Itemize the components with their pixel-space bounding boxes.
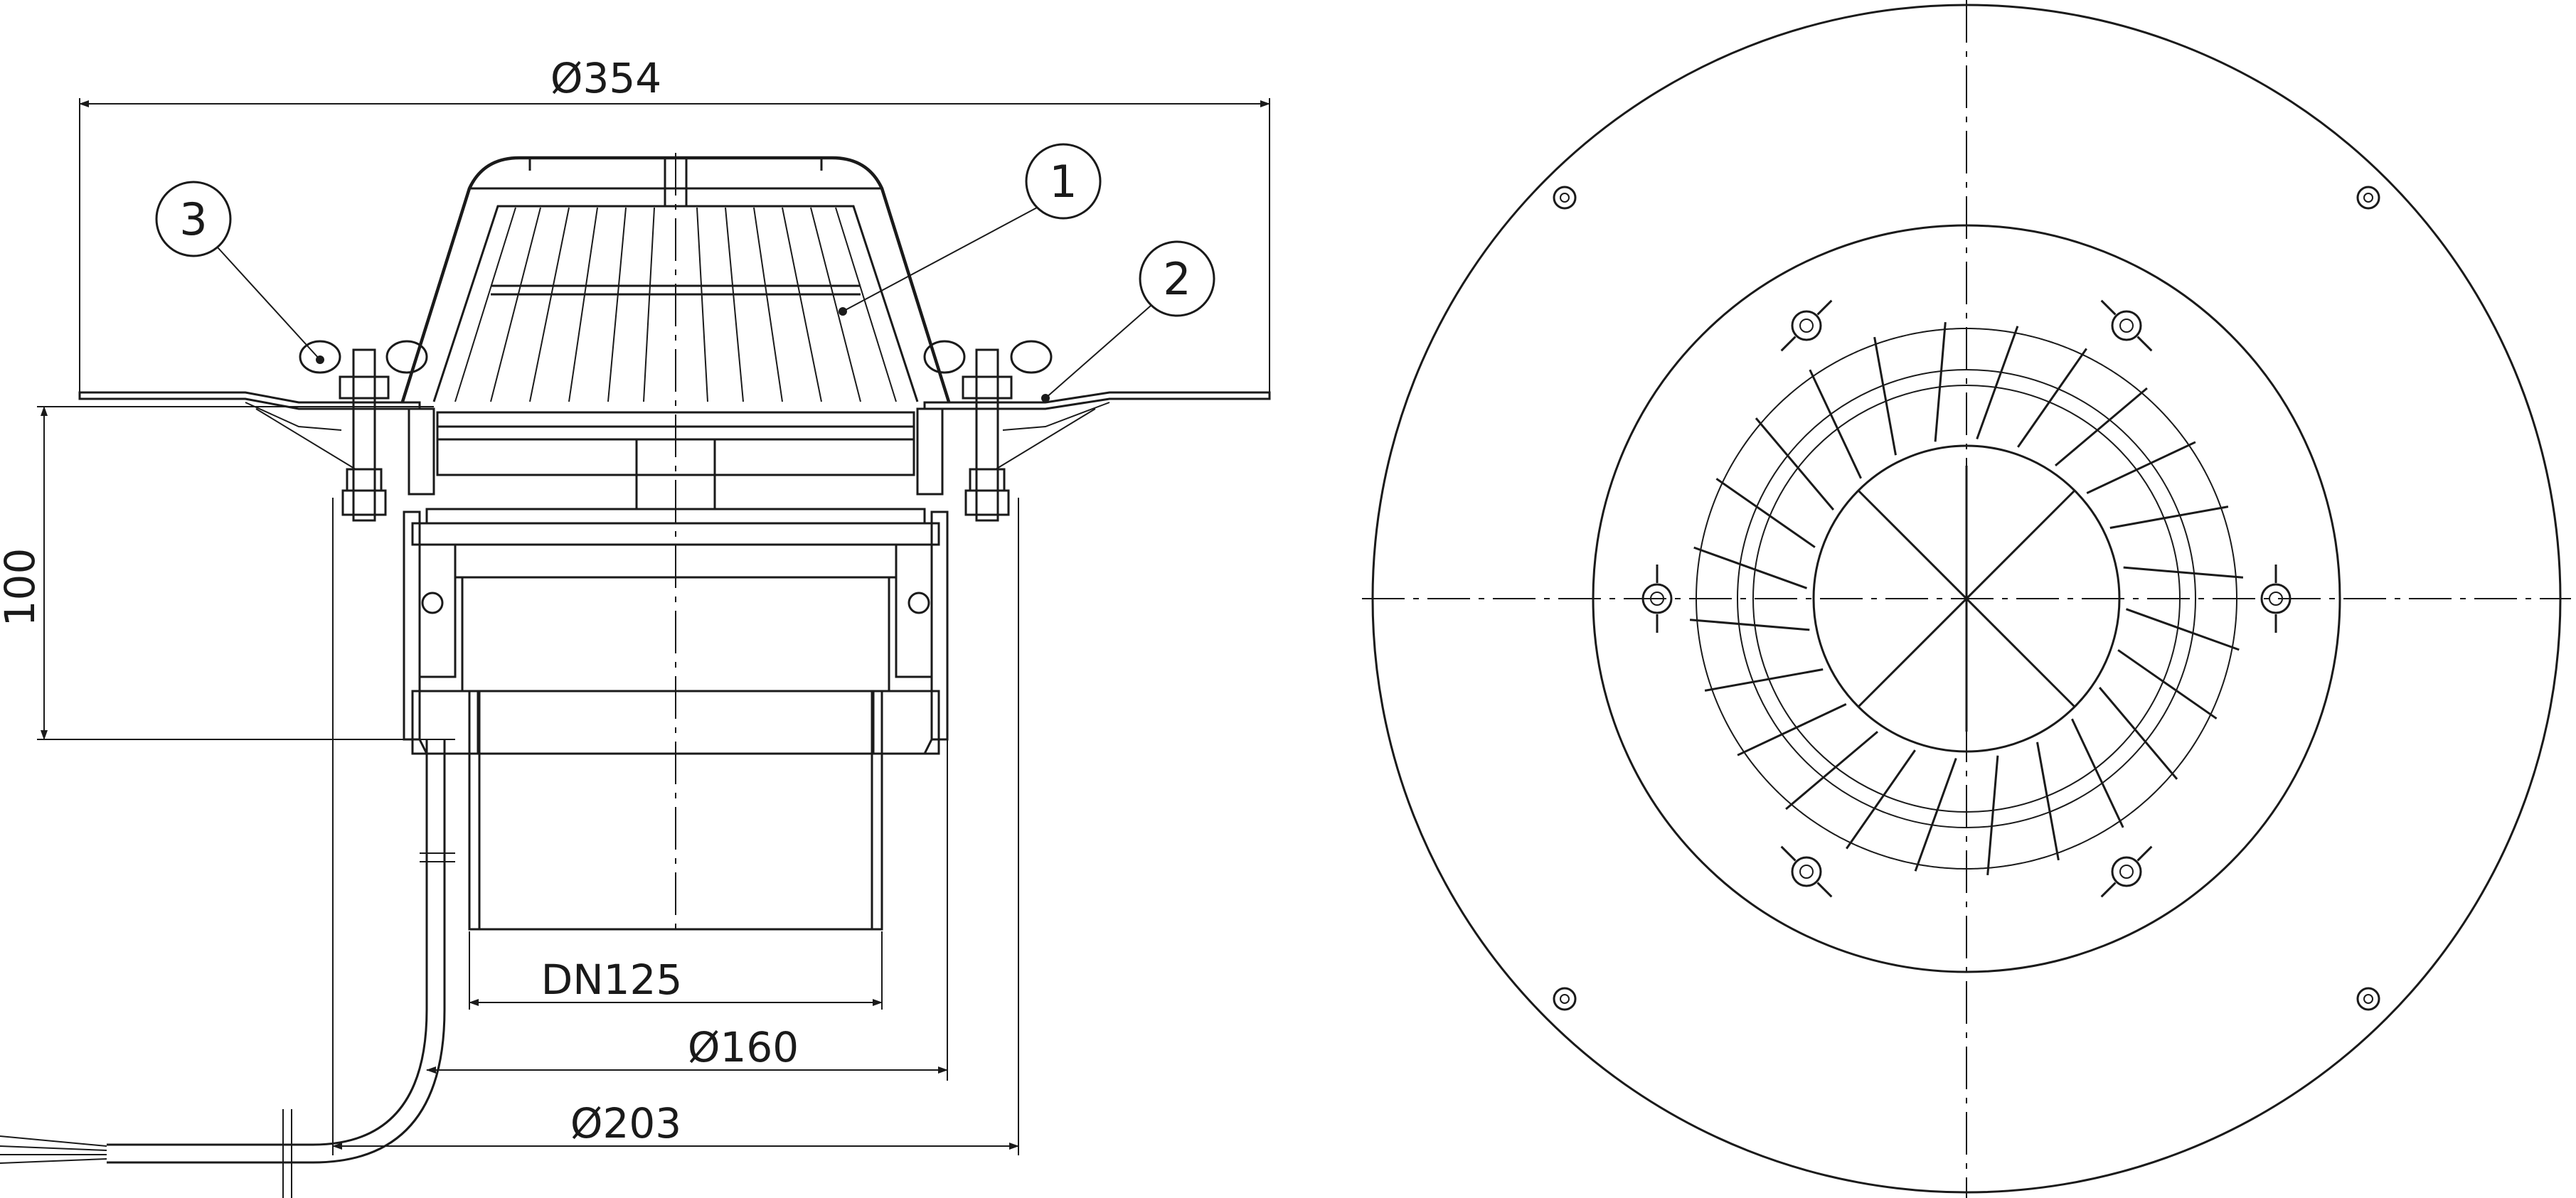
leaf-guard bbox=[400, 156, 951, 402]
grate-slat bbox=[1914, 757, 1957, 872]
grate-slat bbox=[2123, 566, 2244, 579]
grate-slat bbox=[1986, 755, 1999, 876]
flange-holes bbox=[1553, 186, 2380, 1011]
grate-slat bbox=[2017, 348, 2087, 448]
plan-view bbox=[1362, 0, 2571, 1198]
grate-slat bbox=[1715, 478, 1816, 548]
callout-label-3: 3 bbox=[179, 193, 207, 245]
dim-label-overall-diameter: Ø354 bbox=[550, 54, 661, 102]
dim-label-160: Ø160 bbox=[688, 1023, 799, 1071]
dim-label-height: 100 bbox=[0, 548, 44, 627]
grate-slat bbox=[1693, 546, 1808, 589]
grate-slat bbox=[2109, 506, 2229, 529]
callout-3: 3 bbox=[155, 181, 324, 364]
dimension-dn: DN125 bbox=[469, 931, 883, 1010]
hub-dividers bbox=[1857, 466, 2076, 732]
grate-slat bbox=[2055, 387, 2148, 467]
grate-slat bbox=[1934, 321, 1947, 442]
grate-slat bbox=[2098, 687, 2178, 780]
grate-slat bbox=[2036, 742, 2060, 861]
wing-nut-right bbox=[923, 340, 1053, 522]
wing-nut-left bbox=[299, 340, 428, 522]
dimension-overall-diameter: Ø354 bbox=[79, 54, 1270, 392]
grate-slat bbox=[2117, 649, 2218, 720]
grate-slat bbox=[1785, 730, 1878, 811]
grate-slat bbox=[1704, 668, 1824, 692]
grate-slat bbox=[1755, 417, 1835, 510]
dim-label-203: Ø203 bbox=[570, 1099, 681, 1148]
grate-slat bbox=[2086, 441, 2196, 494]
grate-slat bbox=[1873, 336, 1897, 456]
section-view: Ø354 100 bbox=[0, 54, 1271, 1198]
grate-slat bbox=[1846, 749, 1916, 850]
dimension-height: 100 bbox=[0, 406, 455, 740]
grate-slat bbox=[2071, 718, 2124, 828]
callout-2: 2 bbox=[1041, 240, 1215, 402]
drain-body bbox=[403, 407, 949, 931]
plan-wing-nuts bbox=[1641, 299, 2292, 898]
heating-cable bbox=[0, 739, 455, 1198]
callout-1: 1 bbox=[839, 143, 1102, 316]
grate-slats bbox=[1689, 321, 2244, 876]
flange-plate bbox=[78, 391, 1271, 470]
dim-label-dn: DN125 bbox=[541, 956, 683, 1004]
grate-slat bbox=[1809, 369, 1862, 479]
dimension-203: Ø203 bbox=[332, 498, 1019, 1155]
grate-slat bbox=[2125, 608, 2240, 651]
grate-slat bbox=[1737, 703, 1847, 756]
dimension-160: Ø160 bbox=[426, 739, 948, 1081]
grate-slat bbox=[1689, 619, 1810, 631]
callout-label-2: 2 bbox=[1163, 253, 1191, 305]
callout-label-1: 1 bbox=[1049, 156, 1077, 208]
grate-hub bbox=[1812, 444, 2121, 753]
grate-slat bbox=[1976, 326, 2019, 440]
